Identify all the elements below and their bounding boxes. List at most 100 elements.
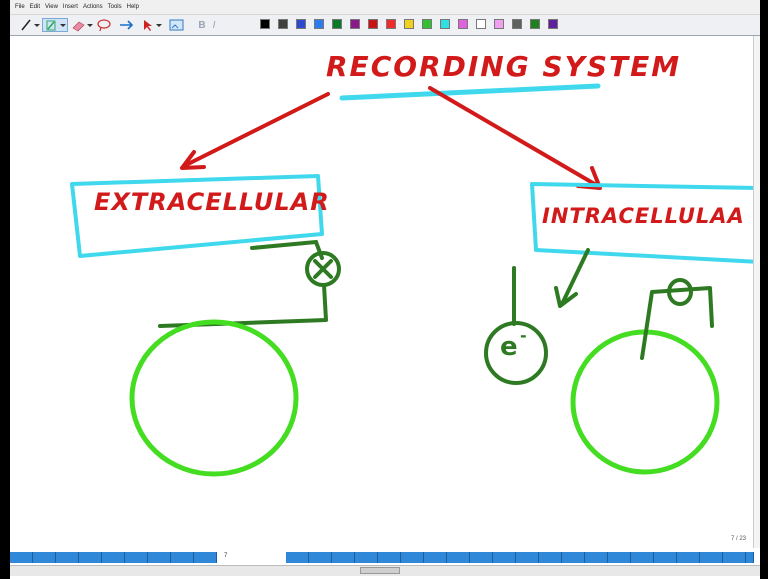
page-thumbnail[interactable] [677,552,700,563]
page-thumbnail[interactable] [102,552,125,563]
menu-actions[interactable]: Actions [82,4,103,10]
menu-help[interactable]: Help [126,4,139,10]
pointer-arrow [560,248,590,306]
page-thumbnail[interactable] [401,552,424,563]
page-thumbnail[interactable] [125,552,148,563]
left-arrow [182,92,330,168]
electrode-circle [484,321,548,385]
scroll-thumb[interactable] [360,567,400,574]
ink-drawing [70,83,760,477]
intracellular-label: INTRACELLULAA [542,204,745,228]
page-thumbnail[interactable] [700,552,723,563]
page-thumbnail[interactable] [332,552,355,563]
color-swatch[interactable] [422,19,432,29]
cell-extracellular [129,319,299,477]
menu-edit[interactable]: Edit [29,4,41,10]
page-thumbnail[interactable] [424,552,447,563]
page-thumbnail[interactable] [608,552,631,563]
right-arrow [428,86,600,188]
color-swatch[interactable] [260,19,270,29]
highlighter-icon [46,20,66,31]
page-thumbnail[interactable] [746,552,754,563]
toolbar: B I [10,15,760,36]
page-thumbnail[interactable] [79,552,102,563]
color-swatch[interactable] [368,19,378,29]
electrode-wire-bottom [158,283,328,328]
electrode-letter: e [500,332,518,362]
color-swatch[interactable] [296,19,306,29]
amplifier-cross [313,259,333,279]
lasso-tool-button[interactable] [96,18,118,32]
page-thumbnail[interactable] [33,552,56,563]
color-swatch[interactable] [386,19,396,29]
page-thumbnail[interactable] [493,552,516,563]
page-thumbnail[interactable] [171,552,194,563]
color-swatch[interactable] [512,19,522,29]
pointer-arrow-head [554,286,578,308]
eraser-tool-button[interactable] [70,18,94,32]
page-navigator[interactable]: 7 [10,550,760,564]
pointer-icon [144,20,162,31]
insert-space-icon [120,20,134,30]
page-thumbnail[interactable] [654,552,677,563]
color-swatch[interactable] [476,19,486,29]
current-page-label: 7 [224,553,228,559]
page-thumbnail[interactable] [56,552,79,563]
pen-tool-button[interactable] [18,18,40,32]
extracellular-box [70,174,324,258]
page-thumbnail[interactable] [194,552,217,563]
menu-tools[interactable]: Tools [107,4,122,10]
highlighter-tool-button[interactable] [42,18,68,32]
page-number: 7 / 23 [730,536,746,542]
insert-space-tool-button[interactable] [118,18,136,32]
color-swatch[interactable] [530,19,540,29]
page-thumbnail[interactable] [516,552,539,563]
page-thumbnail[interactable] [355,552,378,563]
color-swatch[interactable] [332,19,342,29]
page-thumbnail[interactable] [631,552,654,563]
cell-intracellular [570,329,720,475]
vertical-scrollbar[interactable] [753,36,760,548]
extracellular-label: EXTRACELLULAR [94,188,330,216]
color-swatch[interactable] [350,19,360,29]
bold-button[interactable]: B [198,19,206,31]
page-thumbnail[interactable] [723,552,746,563]
page-thumbnail[interactable] [539,552,562,563]
left-arrow-head [180,150,206,170]
menu-file[interactable]: File [15,4,25,10]
color-swatch[interactable] [440,19,450,29]
slide-title: RECORDING SYSTEM [326,50,682,83]
pen-icon [21,19,40,31]
page-thumbnail[interactable] [10,552,33,563]
intracellular-wire [640,286,714,360]
electrode-superscript: - [520,326,527,345]
color-swatch[interactable] [278,19,288,29]
insert-picture-button[interactable] [168,18,186,32]
page-thumbnail[interactable] [585,552,608,563]
menu-insert[interactable]: Insert [62,4,78,10]
color-swatch[interactable] [314,19,324,29]
amplifier-symbol-right [667,278,693,306]
title-underline [339,83,601,101]
picture-icon [169,19,184,31]
menu-bar: File Edit View Insert Actions Tools Help [10,0,760,15]
intracellular-box [530,182,760,264]
page-thumbnail[interactable] [148,552,171,563]
page-thumbnail[interactable] [378,552,401,563]
color-swatch[interactable] [494,19,504,29]
page-thumbnail[interactable] [286,552,309,563]
page-thumbnail[interactable] [562,552,585,563]
page-thumbnail[interactable] [447,552,470,563]
lasso-icon [97,19,111,32]
menu-view[interactable]: View [45,4,58,10]
color-swatch[interactable] [458,19,468,29]
color-swatch[interactable] [548,19,558,29]
page-thumbnail[interactable] [309,552,332,563]
writing-canvas[interactable]: RECORDING SYSTEM EXTRACELLULAR INTRACELL… [10,36,760,548]
page-thumbnail[interactable] [470,552,493,563]
color-swatch[interactable] [404,19,414,29]
italic-button[interactable]: I [212,19,216,31]
pointer-tool-button[interactable] [140,18,164,32]
eraser-icon [72,21,93,32]
horizontal-scrollbar[interactable] [10,565,760,576]
